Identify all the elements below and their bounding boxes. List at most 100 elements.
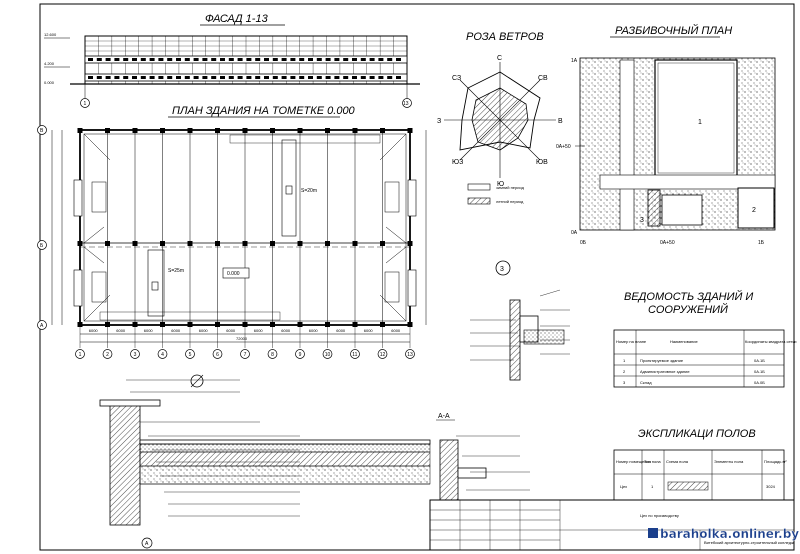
dimension-total: 72000 — [236, 336, 248, 341]
axis-bubble — [102, 349, 113, 359]
siteplan-label-3: 3 — [640, 217, 644, 224]
column-top — [407, 128, 413, 133]
column-bottom — [325, 322, 330, 327]
wind-rose: РОЗА ВЕТРОВ С СВ В ЮВ Ю ЮЗ З СЗ зимний п… — [437, 31, 563, 205]
legend-summer-swatch — [467, 197, 491, 205]
siteplan-bottom-left: 0Б — [580, 240, 587, 246]
axis-number: 5 — [189, 352, 192, 358]
axis-bubble — [350, 349, 360, 359]
column-bottom — [352, 322, 358, 327]
vedomost-row-name: Склад — [640, 380, 652, 385]
wind-southeast: ЮВ — [536, 159, 548, 166]
axis-number: 6 — [216, 352, 219, 358]
siteplan-title: РАЗБИВОЧНЫЙ ПЛАН — [615, 24, 732, 37]
axis-number: 13 — [407, 352, 413, 358]
axis-number: 10 — [325, 352, 331, 358]
facade-axis-left: 1 — [84, 101, 87, 107]
dimension-span: 6000 — [89, 328, 99, 333]
buildings-schedule: ВЕДОМОСТЬ ЗДАНИЙ И СООРУЖЕНИЙ Номер на п… — [613, 290, 796, 388]
dimension-span: 6000 — [254, 328, 264, 333]
wind-northwest: СЗ — [452, 75, 461, 82]
plan-axis-bubbles: 1600026000360004600056000660007600086000… — [75, 325, 415, 359]
floor-header-scheme: Схема пола — [666, 459, 689, 464]
vedomost-header-name: Наименование — [670, 339, 699, 344]
stamp-org: Витебский архитектурно-строительный колл… — [704, 540, 794, 545]
section-aa-title: А-А — [438, 413, 450, 420]
axis-bubble — [212, 349, 223, 359]
column-top — [132, 128, 138, 133]
column-mid — [352, 241, 358, 246]
axis-number: 2 — [106, 352, 109, 358]
siteplan-label-2: 2 — [752, 207, 756, 214]
dimension-span: 6000 — [391, 328, 401, 333]
dimension-span: 6000 — [364, 328, 374, 333]
axis-letter-a: А — [40, 323, 44, 329]
axis-number: 3 — [134, 352, 137, 358]
axis-letter-b: Б — [40, 243, 44, 249]
siteplan-bottom-right: 1Б — [758, 240, 765, 246]
column-top — [352, 128, 358, 133]
column-bottom — [242, 322, 248, 327]
axis-number: 8 — [271, 352, 274, 358]
column-mid — [325, 241, 330, 246]
vedomost-row-name: Административное здание — [640, 369, 690, 374]
axis-number: 4 — [161, 352, 164, 358]
legend-summer-label: летний период — [496, 199, 524, 204]
siteplan-right-mark: 0А+50 — [556, 144, 571, 150]
floor-header-area: Площадь м² — [764, 459, 787, 464]
dimension-span: 6000 — [144, 328, 154, 333]
axis-number: 12 — [380, 352, 386, 358]
column-bottom — [132, 322, 138, 327]
facade-section: ФАСАД 1-13 12.600 4.200 0.000 1 13 — [44, 13, 420, 108]
siteplan-corner-tl: 1А — [571, 58, 578, 64]
column-top — [187, 128, 193, 133]
column-mid — [407, 241, 413, 246]
floor-header-elements: Элементы пола — [714, 459, 744, 464]
siteplan-bottom-mid: 0А+50 — [660, 240, 675, 246]
plan-title: ПЛАН ЗДАНИЯ НА ТОМЕТКЕ 0.000 — [172, 105, 356, 117]
axis-bubble — [240, 349, 250, 359]
column-bottom — [77, 322, 83, 327]
wind-north: С — [497, 55, 502, 62]
floor-detail: А — [99, 374, 431, 549]
axis-bubble — [377, 349, 388, 359]
axis-bubble — [322, 349, 333, 359]
watermark: baraholka.onliner.by — [648, 527, 799, 541]
vedomost-row-coord: 0А.1Б — [754, 369, 765, 374]
column-mid — [77, 241, 83, 246]
floor-scheme-swatch — [667, 481, 709, 491]
sheet-frame — [39, 3, 795, 551]
column-bottom — [297, 322, 303, 327]
column-mid — [242, 241, 248, 246]
axis-letter-v: В — [40, 128, 44, 134]
dimension-span: 6000 — [116, 328, 126, 333]
stamp-title: Цех по производству — [640, 513, 679, 518]
siteplan-label-1: 1 — [698, 119, 702, 126]
building-plan: ПЛАН ЗДАНИЯ НА ТОМЕТКЕ 0.000 0.000 S=20m… — [37, 105, 427, 359]
axis-number: 11 — [352, 352, 357, 358]
column-bottom — [160, 322, 165, 327]
vedomost-row-coord: 0А.1Б — [754, 358, 765, 363]
column-top — [160, 128, 165, 133]
detail-3-label: 3 — [500, 266, 504, 273]
axis-bubble — [267, 349, 278, 359]
wind-west: З — [437, 118, 441, 125]
dimension-span: 6000 — [309, 328, 319, 333]
column-bottom — [105, 322, 110, 327]
vedomost-row-number: 2 — [623, 369, 626, 374]
vedomost-title-2: СООРУЖЕНИЙ — [648, 303, 728, 316]
column-top — [380, 128, 385, 133]
column-top — [325, 128, 330, 133]
facade-title: ФАСАД 1-13 — [205, 13, 269, 25]
column-top — [297, 128, 303, 133]
dimension-span: 6000 — [226, 328, 236, 333]
vedomost-row-name: Проектируемое здание — [640, 358, 684, 363]
vedomost-row-number: 1 — [623, 358, 626, 363]
title-block: Цех по производству Витебский архитектур… — [429, 499, 795, 551]
column-mid — [215, 241, 220, 246]
floor-row-area: 3024 — [766, 484, 776, 489]
floor-header-type: Тип пола — [644, 459, 661, 464]
plan-axis-grid — [77, 128, 413, 327]
